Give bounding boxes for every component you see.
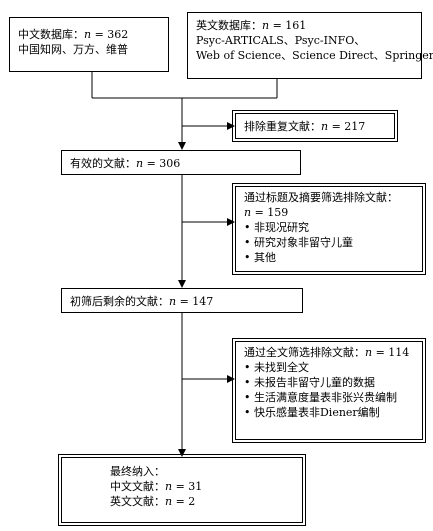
count-value: = 362 [91,28,129,41]
english-db-line-2: Psyc-ARTICALS、Psyc-INFO、 [196,33,413,48]
line-text: • 快乐感量表非Diener编制 [244,406,380,419]
fulltext-screen-line-1: 通过全文筛选排除文献：n = 114 [244,345,414,360]
count-value: = 217 [328,120,366,133]
fulltext-screen-line-3: • 未报告非留守儿童的数据 [244,375,414,390]
count-variable: n [84,28,92,41]
count-value: = 161 [269,19,307,32]
english-db-line-1: 英文数据库：n = 161 [196,18,413,33]
fulltext-screen-line-4: • 生活满意度量表非张兴贵编制 [244,390,414,405]
duplicates-line-1: 排除重复文献：n = 217 [244,119,386,134]
line-text: 有效的文献： [70,157,136,170]
line-text: 英文文献： [110,495,165,508]
count-variable: n [165,495,173,508]
line-text: 中国知网、万方、维普 [18,43,128,56]
line-text: 通过标题及摘要筛选排除文献： [244,191,398,204]
count-value: = 147 [176,295,214,308]
preliminary-line-1: 初筛后剩余的文献：n = 147 [70,294,294,309]
line-text: Psyc-ARTICALS、Psyc-INFO、 [196,34,366,47]
final-line-2: 中文文献：n = 31 [110,479,294,494]
count-value: = 114 [372,346,410,359]
title-screen-line-4: • 研究对象非留守儿童 [244,235,414,250]
count-variable: n [321,120,329,133]
line-text: 中文文献： [110,480,165,493]
title-abstract-exclusion-box: 通过标题及摘要筛选排除文献：n = 159• 非现况研究• 研究对象非留守儿童•… [232,183,426,275]
line-text: 中文数据库： [18,28,84,41]
preliminary-remaining-box: 初筛后剩余的文献：n = 147 [61,288,303,313]
line-text: 英文数据库： [196,19,262,32]
line-text: • 研究对象非留守儿童 [244,236,353,249]
fulltext-exclusion-box: 通过全文筛选排除文献：n = 114• 未找到全文• 未报告非留守儿童的数据• … [232,338,426,443]
count-variable: n [244,206,252,219]
line-text: 最终纳入： [110,465,165,478]
final-line-1: 最终纳入： [110,464,294,479]
line-text: Web of Science、Science Direct、Springer [196,49,433,62]
count-value: = 306 [143,157,181,170]
title-screen-line-3: • 非现况研究 [244,220,414,235]
line-text: 通过全文筛选排除文献： [244,346,365,359]
excluded-duplicates-box: 排除重复文献：n = 217 [232,110,398,142]
effective-line-1: 有效的文献：n = 306 [70,156,292,171]
title-screen-line-1: 通过标题及摘要筛选排除文献： [244,190,414,205]
line-text: • 未报告非留守儿童的数据 [244,376,375,389]
line-text: 初筛后剩余的文献： [70,295,169,308]
fulltext-screen-line-2: • 未找到全文 [244,360,414,375]
fulltext-screen-line-5: • 快乐感量表非Diener编制 [244,405,414,420]
count-variable: n [169,295,177,308]
count-value: = 2 [172,495,196,508]
count-value: = 159 [251,206,289,219]
line-text: • 非现况研究 [244,221,309,234]
line-text: • 其他 [244,251,276,264]
count-variable: n [165,480,173,493]
english-db-line-3: Web of Science、Science Direct、Springer [196,48,433,63]
chinese-db-line-1: 中文数据库：n = 362 [18,27,160,42]
count-value: = 31 [172,480,203,493]
chinese-db-line-2: 中国知网、万方、维普 [18,42,160,57]
count-variable: n [262,19,270,32]
count-variable: n [365,346,373,359]
count-variable: n [136,157,144,170]
line-text: 排除重复文献： [244,120,321,133]
title-screen-line-2: n = 159 [244,205,414,220]
line-text: • 未找到全文 [244,361,309,374]
final-line-3: 英文文献：n = 2 [110,494,294,509]
effective-records-box: 有效的文献：n = 306 [61,150,301,175]
line-text: • 生活满意度量表非张兴贵编制 [244,391,397,404]
title-screen-line-5: • 其他 [244,250,414,265]
